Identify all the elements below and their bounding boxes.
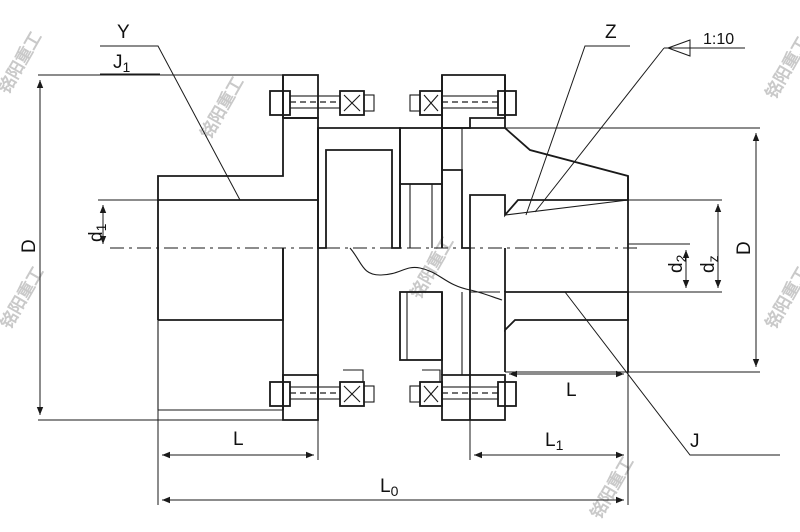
watermark-text: 铭阳重工 <box>0 28 46 97</box>
watermark-text: 铭阳重工 <box>761 263 800 332</box>
dimension-L-left: L <box>157 410 319 460</box>
left-hub-view <box>157 176 319 421</box>
label-L0: L0 <box>380 476 399 499</box>
label-L1: L1 <box>545 430 564 453</box>
label-d2: d2 <box>666 254 689 273</box>
dimension-L-right: L <box>505 370 629 401</box>
right-top-bolt <box>409 90 517 116</box>
watermark-text: 铭阳重工 <box>761 33 800 102</box>
callout-J: J <box>564 291 780 456</box>
callout-Z: Z <box>525 22 630 216</box>
right-bottom-bolt <box>409 369 517 407</box>
dimension-d1: d1 <box>86 199 158 244</box>
label-taper: 1:10 <box>703 31 734 48</box>
label-L-right: L <box>566 380 577 401</box>
watermark-text: 铭阳重工 <box>586 453 638 522</box>
dimension-dz: dz <box>628 199 722 293</box>
watermark-group: 铭阳重工 铭阳重工 铭阳重工 铭阳重工 铭阳重工 铭阳重工 铭阳重工 <box>0 28 800 522</box>
callout-taper: 1:10 <box>534 31 745 213</box>
label-D-right: D <box>734 241 755 255</box>
dimension-L0: L0 <box>157 455 624 505</box>
label-L-left: L <box>233 429 244 450</box>
label-D-left: D <box>19 239 40 253</box>
break-line <box>349 247 503 301</box>
dimension-D-left: D <box>19 74 283 421</box>
dimension-L1: L1 <box>469 372 629 505</box>
label-d1: d1 <box>86 223 109 242</box>
middle-spacer <box>317 127 443 361</box>
callout-Y-J1: Y J1 <box>100 22 241 201</box>
label-J1: J1 <box>113 52 131 75</box>
dimension-D-right: D <box>505 127 760 373</box>
left-top-bolt <box>269 90 375 116</box>
left-bottom-bolt <box>269 369 375 407</box>
dimension-d2: d2 <box>628 243 690 288</box>
watermark-text: 铭阳重工 <box>0 263 48 332</box>
label-Y: Y <box>117 22 130 43</box>
label-Z: Z <box>605 22 617 43</box>
label-dz: dz <box>698 255 721 273</box>
label-J: J <box>690 431 700 452</box>
